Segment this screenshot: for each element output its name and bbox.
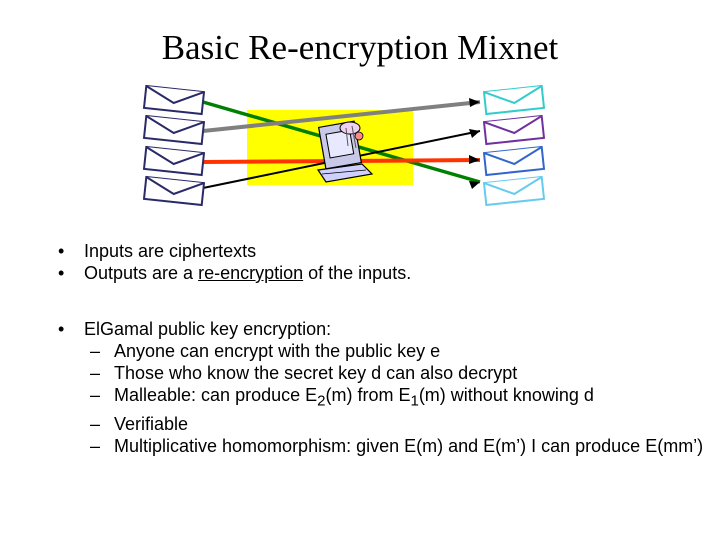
bullet-outputs: Outputs are a re-encryption of the input…	[58, 262, 411, 284]
envelope-icon	[142, 114, 206, 146]
subitem: Multiplicative homomorphism: given E(m) …	[84, 435, 703, 457]
subitem: Verifiable	[84, 413, 703, 435]
mix-line-gray	[202, 100, 481, 133]
input-envelopes	[142, 84, 206, 207]
output-envelopes	[482, 84, 546, 207]
envelope-icon	[142, 84, 206, 116]
envelope-icon	[142, 175, 206, 207]
elgamal-subitems: Anyone can encrypt with the public key e…	[84, 340, 703, 457]
envelope-icon	[482, 84, 546, 116]
envelope-icon	[482, 114, 546, 146]
elgamal-heading: ElGamal public key encryption:	[84, 319, 332, 339]
bullet-inputs: Inputs are ciphertexts	[58, 240, 411, 262]
envelope-icon	[142, 145, 206, 177]
mixnet-diagram	[142, 84, 546, 207]
envelope-icon	[482, 145, 546, 177]
underlined-term: re-encryption	[198, 263, 304, 283]
bullet-list-elgamal: ElGamal public key encryption: Anyone ca…	[58, 318, 703, 457]
subitem: Anyone can encrypt with the public key e	[84, 340, 703, 362]
subitem: Malleable: can produce E2(m) from E1(m) …	[84, 384, 703, 413]
slide-title: Basic Re-encryption Mixnet	[161, 28, 559, 67]
bullet-elgamal: ElGamal public key encryption: Anyone ca…	[58, 318, 703, 457]
arrowheads	[469, 98, 480, 189]
envelope-icon	[482, 175, 546, 207]
subitem: Those who know the secret key d can also…	[84, 362, 703, 384]
mix-server-icon	[316, 120, 374, 183]
bullet-list-top: Inputs are ciphertexts Outputs are a re-…	[58, 240, 411, 284]
